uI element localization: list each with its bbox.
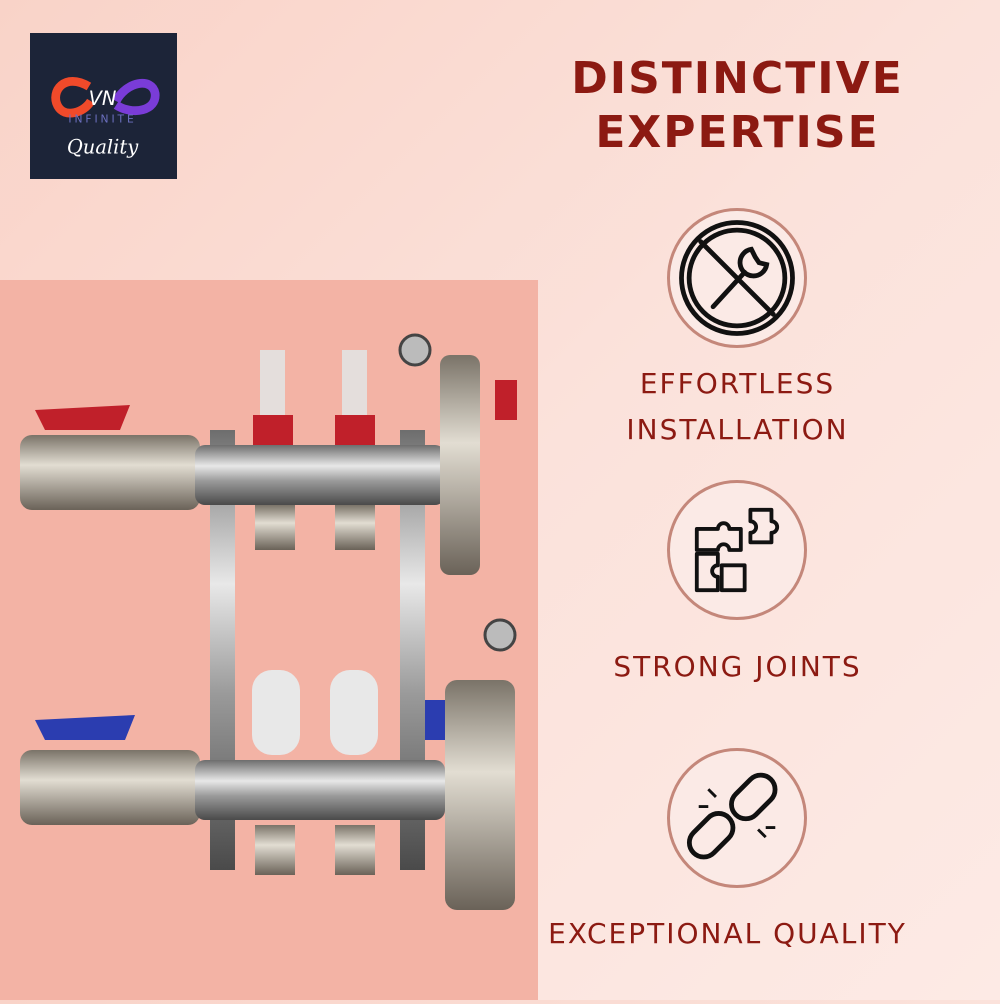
feature-label-joints: STRONG JOINTS bbox=[613, 650, 862, 683]
product-photo-manifold bbox=[0, 280, 538, 1000]
feature-label-quality: EXCEPTIONAL QUALITY bbox=[548, 917, 907, 950]
svg-text:VN: VN bbox=[89, 87, 117, 110]
headline: DISTINCTIVE EXPERTISE bbox=[540, 52, 935, 160]
no-wrench-icon bbox=[667, 208, 807, 348]
feature-label-line: INSTALLATION bbox=[626, 413, 849, 446]
puzzle-icon bbox=[667, 480, 807, 620]
feature-label-line: EFFORTLESS bbox=[639, 367, 836, 400]
svg-text:INFINITE: INFINITE bbox=[68, 113, 136, 126]
headline-line-2: EXPERTISE bbox=[595, 107, 880, 158]
brand-logo: VN INFINITE Quality bbox=[30, 33, 177, 179]
chain-link-icon bbox=[667, 748, 807, 888]
feature-label-installation: EFFORTLESS INSTALLATION bbox=[560, 361, 915, 453]
headline-line-1: DISTINCTIVE bbox=[571, 53, 904, 104]
svg-text:Quality: Quality bbox=[67, 136, 139, 159]
